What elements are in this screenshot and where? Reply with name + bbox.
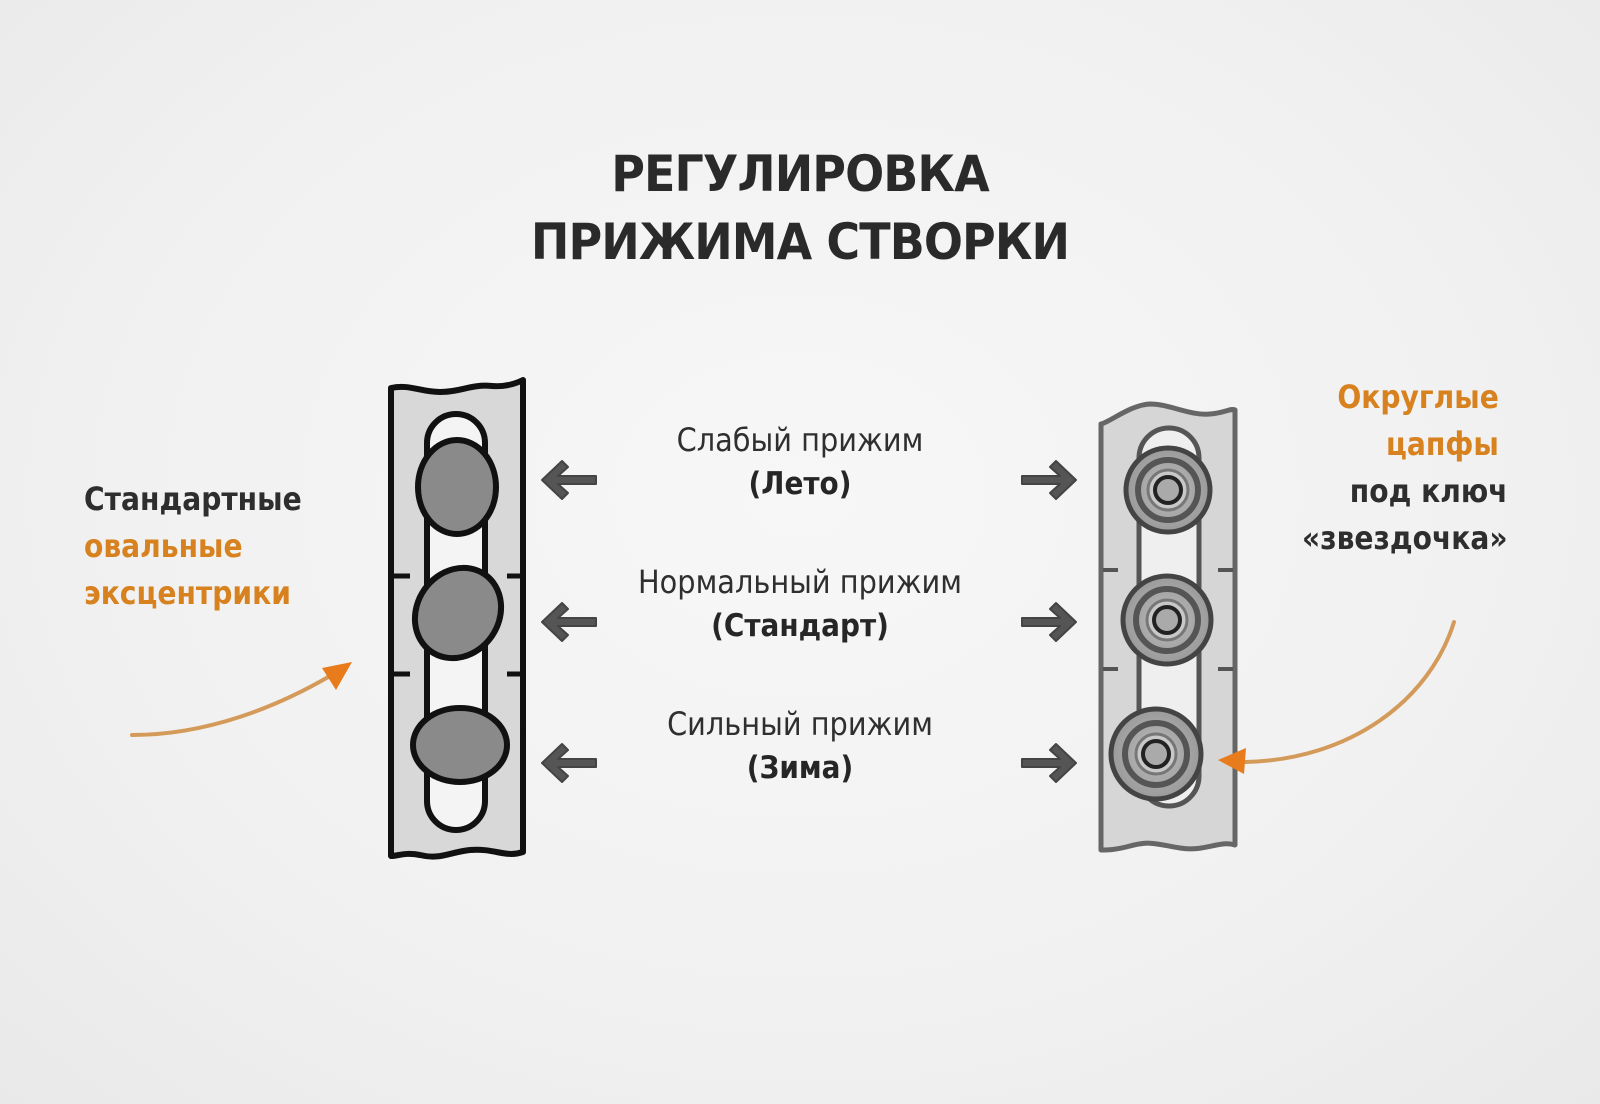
level-mode: (Зима) [746, 750, 854, 786]
level-name: Нормальный прижим [638, 563, 962, 601]
title-line-1: РЕГУЛИРОВКА [611, 145, 990, 203]
right-callout: Округлые цапфы под ключ «звездочка» [1302, 374, 1508, 562]
left-plate [388, 377, 526, 860]
right-callout-line-2: цапфы [1386, 425, 1500, 463]
oval-cam-middle [411, 564, 505, 662]
trunnion-bottom [1108, 706, 1204, 802]
title-line-2: ПРИЖИМА СТВОРКИ [530, 213, 1070, 271]
right-callout-line-4: «звездочка» [1302, 519, 1508, 557]
level-mode: (Лето) [748, 466, 852, 502]
level-name: Сильный прижим [667, 705, 933, 743]
arrow-left-icon [541, 743, 597, 783]
right-callout-line-3: под ключ [1350, 472, 1508, 510]
level-mode: (Стандарт) [711, 608, 889, 644]
level-weak: Слабый прижим (Лето) [540, 418, 1060, 506]
trunnion-middle [1120, 573, 1214, 667]
left-callout-line-2: овальные [84, 527, 243, 565]
oval-cam-bottom [410, 705, 510, 785]
level-name: Слабый прижим [676, 421, 924, 459]
trunnion-top [1123, 445, 1213, 535]
left-callout: Стандартные овальные эксцентрики [84, 476, 302, 617]
arrow-left-icon [541, 602, 597, 642]
right-plate [1098, 401, 1238, 853]
left-callout-line-3: эксцентрики [84, 574, 291, 612]
arrow-right-icon [1021, 602, 1077, 642]
arrow-right-icon [1021, 460, 1077, 500]
arrow-right-icon [1021, 743, 1077, 783]
page-title: РЕГУЛИРОВКА ПРИЖИМА СТВОРКИ [64, 140, 1536, 276]
level-normal: Нормальный прижим (Стандарт) [540, 560, 1060, 648]
level-strong: Сильный прижим (Зима) [540, 702, 1060, 790]
curved-arrow-icon [1218, 620, 1456, 774]
arrow-left-icon [541, 460, 597, 500]
right-callout-line-1: Округлые [1337, 378, 1500, 416]
curved-arrow-icon [130, 662, 352, 737]
oval-cam-top [415, 437, 499, 537]
left-callout-line-1: Стандартные [84, 480, 302, 518]
